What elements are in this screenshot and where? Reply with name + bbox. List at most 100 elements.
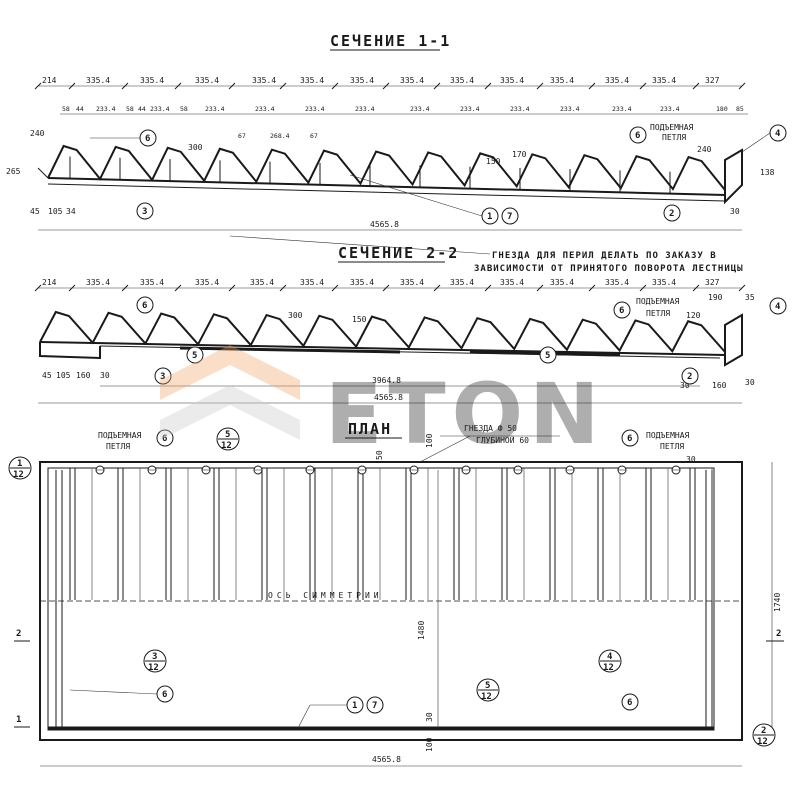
s2-mark-6-right [613,301,631,319]
s1-sub-2334i: 233.4 [510,105,530,113]
s2-ticks-tick-6 [331,284,339,292]
s1-ticks-tick-1 [68,82,76,90]
plan-mark-7 [366,696,384,714]
s1-ticks-tick-12 [639,82,647,90]
plan-cut-2-left: 2 [16,629,21,639]
s2-mark-5-left [186,346,204,364]
watermark-chevron-icon [160,345,300,400]
section-1-1: СЕЧЕНИЕ 1-1 214 335.4 335.4 335.4 335.4 … [6,32,787,231]
s2-mark-2-label: 2 [687,372,692,382]
plan-mark-6-bottom-left-label: 6 [162,690,167,700]
s1-dim-240: 240 [30,129,45,138]
plan-lifting-loop-right-1: ПОДЪЕМНАЯ [646,431,690,440]
s2-ticks-tick-0 [34,284,42,292]
s1-dim-step-9: 335.4 [500,76,524,85]
s2-dim-step-10: 335.4 [550,278,574,287]
s1-sub-58: 58 [62,105,70,113]
s2-rebar-band-left [179,346,401,354]
plan-mark-6-bottom-right [621,693,639,711]
s2-lifting-loop-2: ПЕТЛЯ [646,309,670,318]
s1-dim-170: 170 [512,150,527,159]
plan-dim-50: 50 [375,450,384,460]
s1-ticks-tick-4 [228,82,236,90]
s1-mark-6-left-label: 6 [145,134,150,144]
s1-sub-2334b: 233.4 [150,105,170,113]
s1-mark-3 [136,202,154,220]
plan-slab-inner [47,467,715,731]
plan-nests-phi: ГНЕЗДА Ф 50 [464,424,517,433]
s2-dim-30b: 30 [680,381,690,390]
s1-mark-6-left [139,129,157,147]
s1-dim-step-2: 335.4 [140,76,164,85]
nest-note-line-1: ГНЕЗДА ДЛЯ ПЕРИЛ ДЕЛАТЬ ПО ЗАКАЗУ В [492,251,717,261]
plan-leader-6-bl [69,689,158,695]
s2-dim-step-4: 335.4 [250,278,274,287]
s2-mark-6-left-label: 6 [142,301,147,311]
s1-sub-2334l: 233.4 [660,105,680,113]
s2-lifting-loop-1: ПОДЪЕМНАЯ [636,297,680,306]
s2-dim-45: 45 [42,371,52,380]
plan-cut-2-right: 2 [776,629,781,639]
s2-dim-first: 214 [42,278,57,287]
s1-sub-2334f: 233.4 [355,105,375,113]
s2-dim-ticks [34,284,746,292]
s2-mark-6-left [136,296,154,314]
plan-dim-100-bottom: 100 [425,737,434,752]
s1-lifting-loop-2: ПЕТЛЯ [662,133,686,142]
s2-mark-2 [681,367,699,385]
s2-ticks-tick-8 [433,284,441,292]
s1-sub-2334e: 233.4 [305,105,325,113]
s1-sub-180: 180 [716,105,728,113]
s1-sub-2334h: 233.4 [460,105,480,113]
s2-ticks-tick-13 [692,284,700,292]
s2-ticks-tick-1 [68,284,76,292]
s1-dim-67b: 67 [310,132,318,140]
s1-mark-7 [501,207,519,225]
plan-ref-5-12-bottom-sheet: 12 [481,692,492,702]
s1-lifting-loop-1: ПОДЪЕМНАЯ [650,123,694,132]
s2-soffit-line [39,341,726,356]
s2-ticks-tick-5 [279,284,287,292]
s1-ticks-tick-11 [588,82,596,90]
s2-mark-6-right-label: 6 [619,306,624,316]
s1-dim-overall: 4565.8 [370,220,399,229]
s1-dim-34: 34 [66,207,76,216]
s1-ticks-tick-3 [174,82,182,90]
s1-sub-44: 44 [76,105,84,113]
s1-sub-58c: 58 [180,105,188,113]
s2-ticks-tick-10 [536,284,544,292]
s1-dim-step-1: 335.4 [86,76,110,85]
s2-dim-160b: 160 [712,381,727,390]
s2-dim-step-3: 335.4 [195,278,219,287]
s1-dim-67: 67 [238,132,246,140]
s2-ticks-tick-12 [639,284,647,292]
s1-dim-45: 45 [30,207,40,216]
plan-mark-6-top-right [621,429,639,447]
plan-nests-leader [419,435,471,463]
s1-mark-6-right-label: 6 [635,131,640,141]
s2-dim-inner: 3964.8 [372,376,401,385]
s1-dim-ticks [34,82,746,90]
s2-dim-step-6: 335.4 [350,278,374,287]
plan-ref-3-12-num: 3 [152,652,157,662]
s2-ticks-tick-3 [174,284,182,292]
plan-ref-5-12-top-num: 5 [225,430,230,440]
s1-sub-85: 85 [736,105,744,113]
s2-dim-120: 120 [686,311,701,320]
plan-mark-6-top-left-label: 6 [162,434,167,444]
plan-vertical-bars [69,468,713,600]
s1-soffit-line-2 [47,183,726,202]
s2-ticks-tick-4 [228,284,236,292]
s2-mark-3-label: 3 [160,372,165,382]
s1-dim-265: 265 [6,167,21,176]
s2-dim-step-7: 335.4 [400,278,424,287]
plan-cut-1-left: 1 [16,715,21,725]
s1-sub-2334k: 233.4 [612,105,632,113]
s1-sub-44b: 44 [138,105,146,113]
s1-ticks-tick-6 [331,82,339,90]
plan-symmetry-label: ОСЬ СИММЕТРИИ [268,591,383,600]
s2-dim-30: 30 [100,371,110,380]
s1-dim-105: 105 [48,207,63,216]
s1-dim-step-7: 335.4 [400,76,424,85]
s1-dim-30: 30 [730,207,740,216]
